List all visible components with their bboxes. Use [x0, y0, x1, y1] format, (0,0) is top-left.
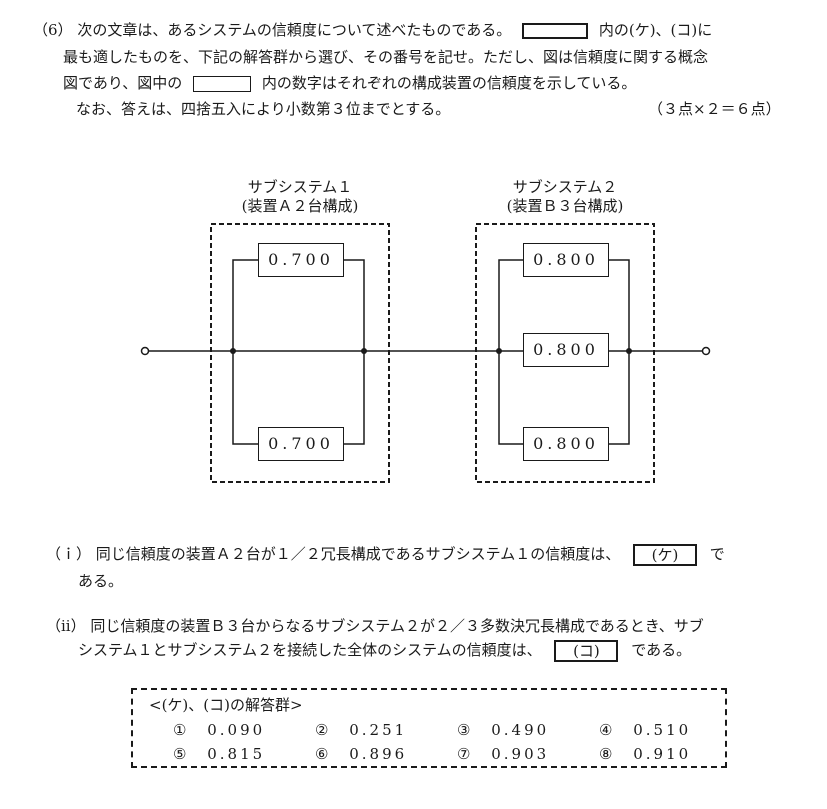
choice-6[interactable]: ⑥ 0.896: [315, 745, 407, 763]
question-text-3a: 図であり、図中の: [63, 74, 183, 92]
choice-number: ③: [457, 721, 474, 739]
choice-value: 0.903: [491, 745, 550, 763]
choice-number: ⑧: [599, 745, 616, 763]
choice-1[interactable]: ① 0.090: [173, 721, 265, 739]
choice-value: 0.510: [633, 721, 692, 739]
answer-group-title: <(ケ)、(コ)の解答群>: [149, 696, 303, 714]
subq-ii-line-2: システム１とサブシステム２を接続した全体のシステムの信頼度は、 (コ) である。: [78, 640, 691, 662]
choice-value: 0.251: [349, 721, 408, 739]
subsystem1-frame: [210, 223, 390, 483]
choice-number: ①: [173, 721, 190, 739]
subq-i-text: 同じ信頼度の装置Ａ２台が１／２冗長構成であるサブシステム１の信頼度は、: [95, 545, 621, 563]
choice-3[interactable]: ③ 0.490: [457, 721, 549, 739]
question-number: （6）: [33, 21, 73, 39]
junction-dot: [626, 348, 632, 354]
device-a1: 0.700: [258, 243, 344, 277]
subsystem1-config: (装置Ａ２台構成): [241, 197, 359, 215]
question-line-4: なお、答えは、四捨五入により小数第３位までとする。: [76, 100, 451, 118]
input-terminal: [140, 346, 150, 356]
choice-number: ⑥: [315, 745, 332, 763]
junction-dot: [496, 348, 502, 354]
subq-ii-label: （ii）: [46, 617, 86, 635]
question-text-3b: 内の数字はそれぞれの構成装置の信頼度を示している。: [261, 74, 637, 92]
subq-ii-text-2: システム１とサブシステム２を接続した全体のシステムの信頼度は、: [78, 641, 542, 659]
device-a2: 0.700: [258, 427, 344, 461]
subq-ii-line-1: （ii） 同じ信頼度の装置Ｂ３台からなるサブシステム２が２／３多数決冗長構成であ…: [46, 616, 704, 636]
choice-number: ④: [599, 721, 616, 739]
question-line-1: （6） 次の文章は、あるシステムの信頼度について述べたものである。 内の(ケ)、…: [33, 20, 712, 40]
choice-2[interactable]: ② 0.251: [315, 721, 407, 739]
choice-number: ②: [315, 721, 332, 739]
question-line-3: 図であり、図中の 内の数字はそれぞれの構成装置の信頼度を示している。: [63, 73, 636, 93]
answer-group-box: <(ケ)、(コ)の解答群> ① 0.090 ② 0.251 ③ 0.490 ④ …: [131, 688, 727, 768]
subsystem1-title: サブシステム１: [247, 178, 353, 196]
subq-i-label: （ｉ）: [46, 545, 92, 563]
question-line-2: 最も適したものを、下記の解答群から選び、その番号を記せ。ただし、図は信頼度に関す…: [63, 48, 709, 66]
choice-value: 0.896: [349, 745, 408, 763]
device-box-example: [193, 76, 252, 92]
choice-value: 0.090: [207, 721, 266, 739]
device-b2: 0.800: [523, 333, 609, 367]
subq-i-text-end: で: [709, 545, 725, 563]
device-b1: 0.800: [523, 243, 609, 277]
choice-5[interactable]: ⑤ 0.815: [173, 745, 265, 763]
choice-value: 0.490: [491, 721, 550, 739]
question-text-1b: 内の(ケ)、(コ)に: [598, 21, 713, 39]
choice-value: 0.815: [207, 745, 266, 763]
points-note: （３点×２＝６点）: [648, 100, 781, 118]
subq-i-line-2: ある。: [78, 572, 124, 590]
subq-ii-text: 同じ信頼度の装置Ｂ３台からなるサブシステム２が２／３多数決冗長構成であるとき、サ…: [90, 617, 704, 635]
choice-number: ⑦: [457, 745, 474, 763]
subq-ii-text-end: である。: [631, 641, 692, 659]
subsystem2-frame: [475, 223, 655, 483]
junction-dot: [361, 348, 367, 354]
device-b3: 0.800: [523, 427, 609, 461]
junction-dot: [230, 348, 236, 354]
choice-8[interactable]: ⑧ 0.910: [599, 745, 691, 763]
choice-number: ⑤: [173, 745, 190, 763]
choice-7[interactable]: ⑦ 0.903: [457, 745, 549, 763]
answer-blank-ko[interactable]: (コ): [554, 640, 619, 662]
answer-blank-ke[interactable]: (ケ): [632, 544, 697, 566]
question-text-1a: 次の文章は、あるシステムの信頼度について述べたものである。: [77, 21, 512, 39]
output-terminal: [701, 346, 711, 356]
choice-4[interactable]: ④ 0.510: [599, 721, 691, 739]
subsystem2-config: (装置Ｂ３台構成): [506, 197, 624, 215]
subq-i-line-1: （ｉ） 同じ信頼度の装置Ａ２台が１／２冗長構成であるサブシステム１の信頼度は、 …: [46, 544, 725, 566]
blank-box-example: [522, 23, 589, 39]
choice-value: 0.910: [633, 745, 692, 763]
subsystem2-title: サブシステム２: [512, 178, 618, 196]
